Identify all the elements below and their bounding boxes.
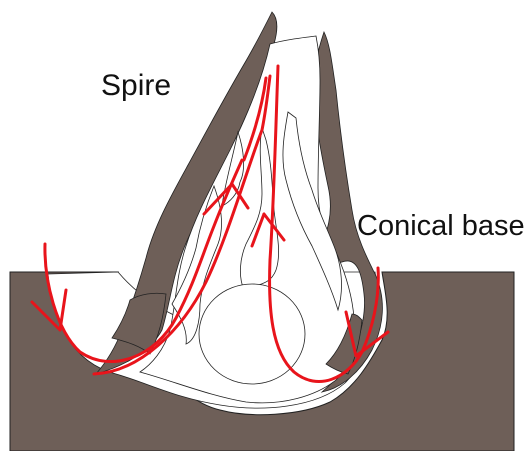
label-spire: Spire	[101, 71, 171, 101]
label-conical-base: Conical base	[357, 212, 525, 241]
